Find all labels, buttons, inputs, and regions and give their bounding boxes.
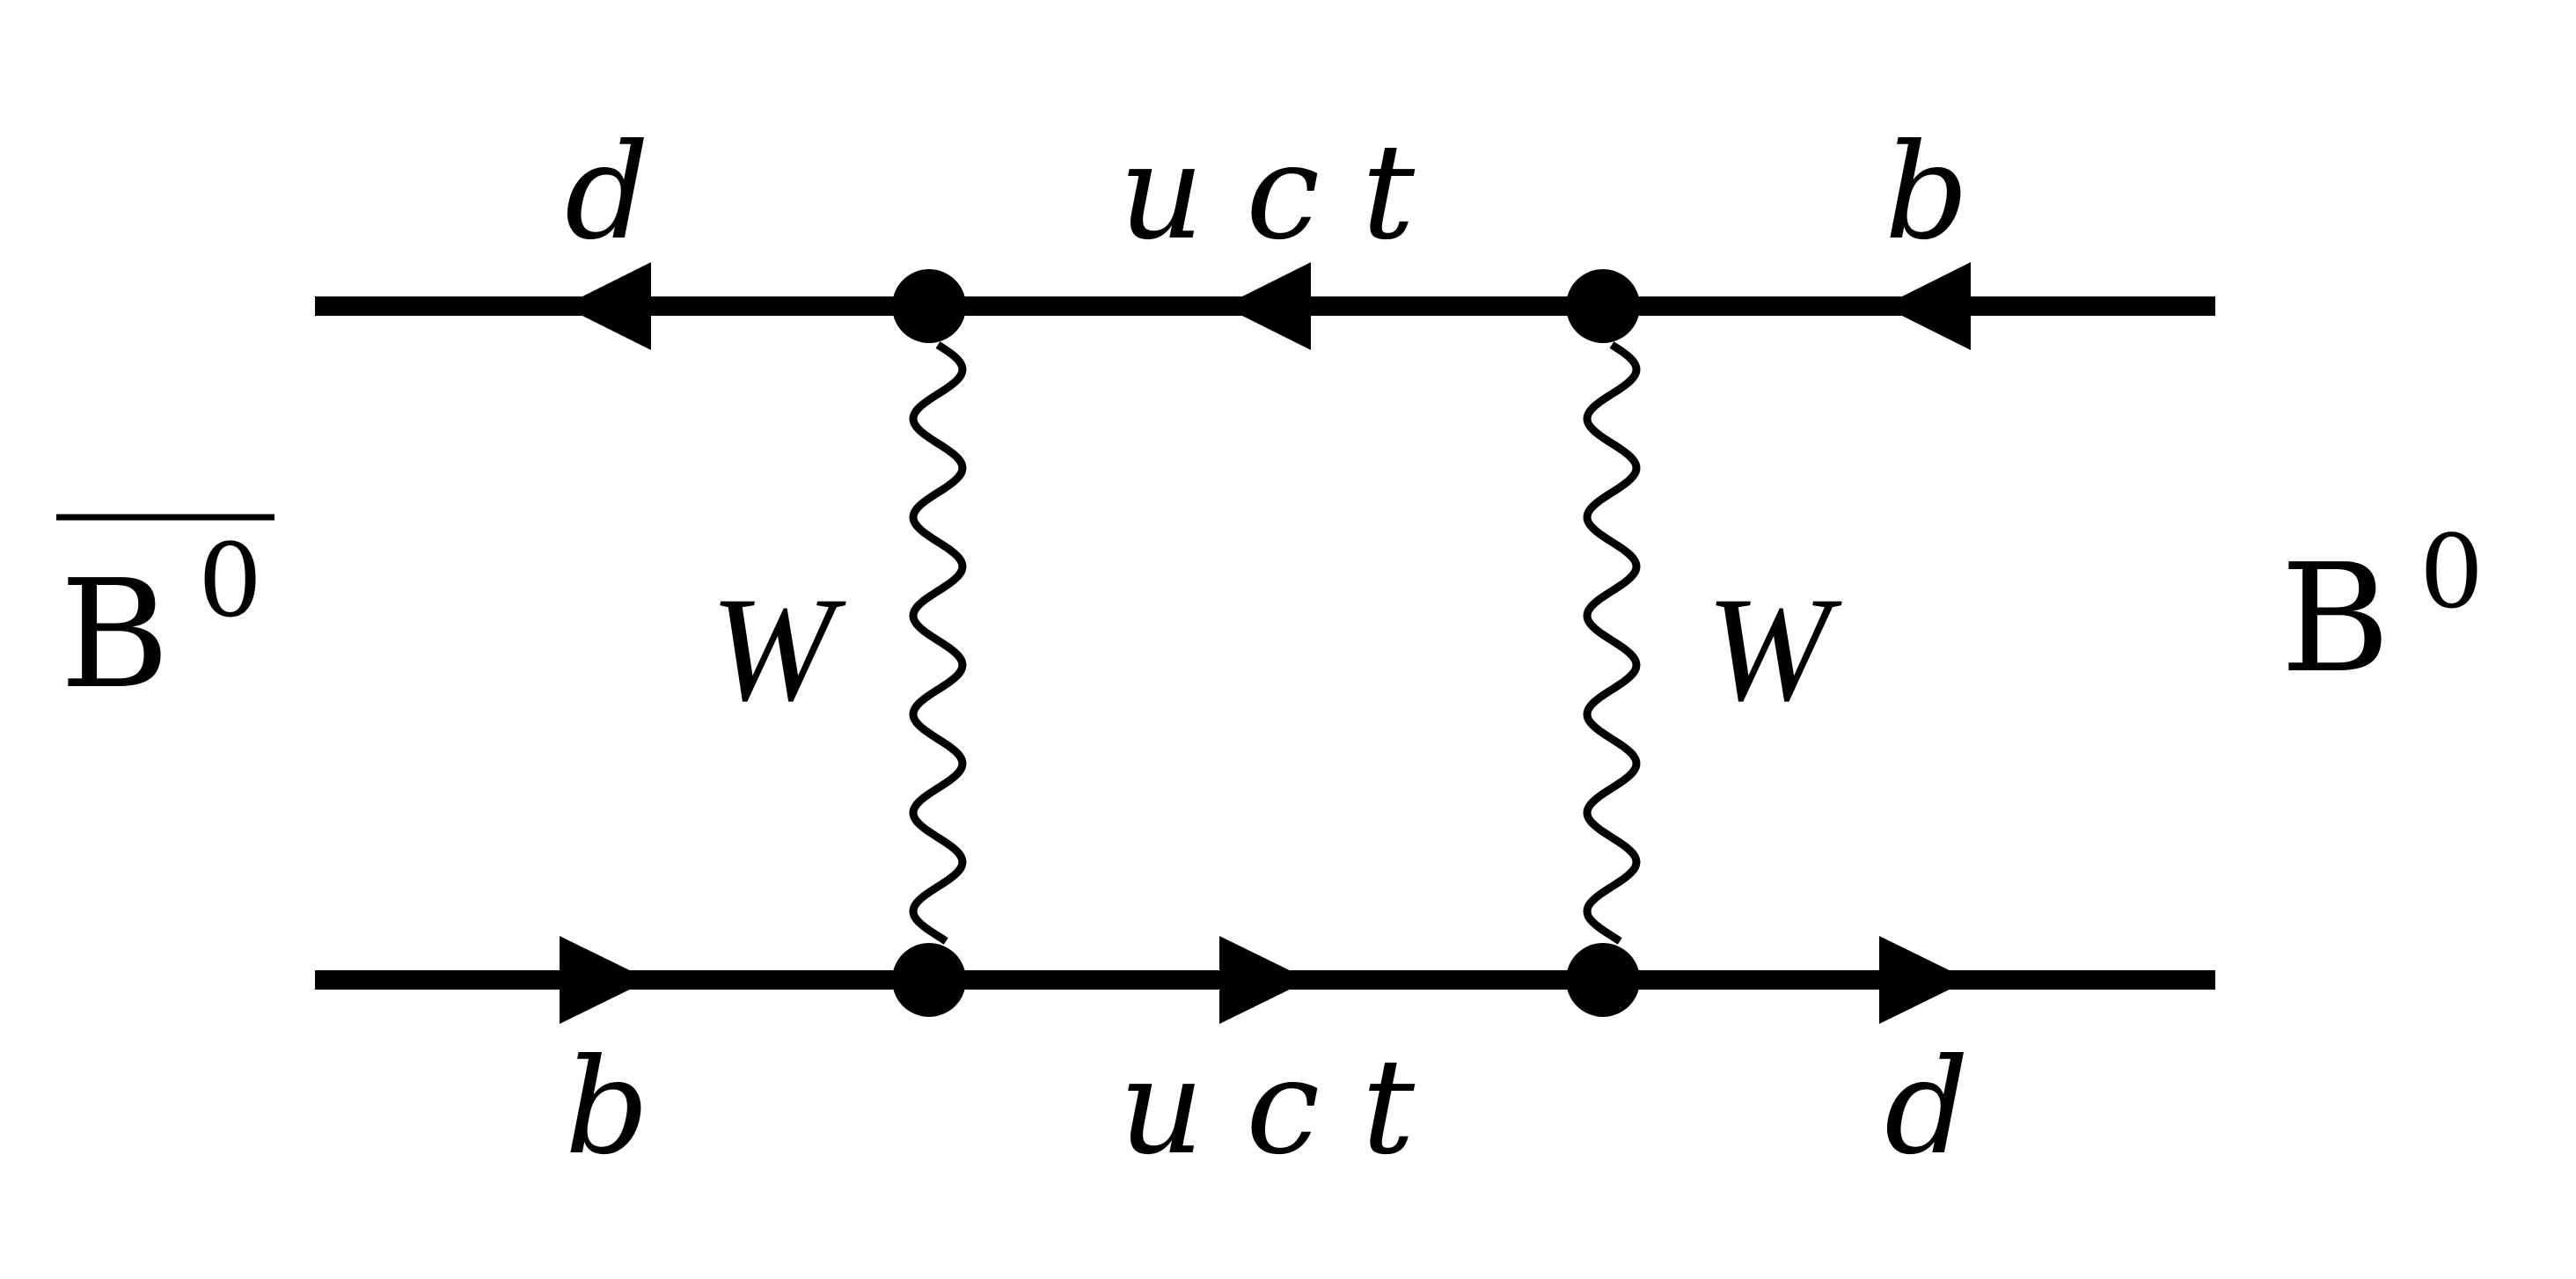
vertex-top-right (1566, 269, 1640, 343)
w-boson-left-label: W (710, 566, 846, 732)
w-boson-right-propagator (1583, 341, 1641, 945)
left-meson-symbol: B (60, 548, 170, 722)
bottom-middle-quark-label: u c t (1119, 1031, 1416, 1184)
top-right-quark-label: b (1884, 116, 1969, 269)
top-left-quark-label: d (565, 116, 649, 269)
w-boson-left-propagator (909, 341, 967, 945)
bottom-middle-arrow (1219, 936, 1309, 1024)
bottom-right-arrow (1879, 936, 1969, 1024)
bottom-right-quark-label: d (1884, 1031, 1969, 1184)
right-meson-symbol: B (2280, 532, 2390, 706)
top-middle-quark-label: u c t (1119, 116, 1416, 269)
w-boson-right-label: W (1706, 566, 1842, 732)
vertex-bottom-left (892, 943, 966, 1017)
vertex-top-left (892, 269, 966, 343)
top-right-arrow (1883, 262, 1971, 350)
left-meson-superscript: 0 (198, 523, 262, 640)
right-meson-superscript: 0 (2419, 514, 2484, 632)
bottom-left-quark-label: b (565, 1031, 649, 1184)
top-middle-arrow (1223, 262, 1311, 350)
bottom-left-arrow (560, 936, 649, 1024)
top-left-arrow (563, 262, 651, 350)
vertex-bottom-right (1566, 943, 1640, 1017)
